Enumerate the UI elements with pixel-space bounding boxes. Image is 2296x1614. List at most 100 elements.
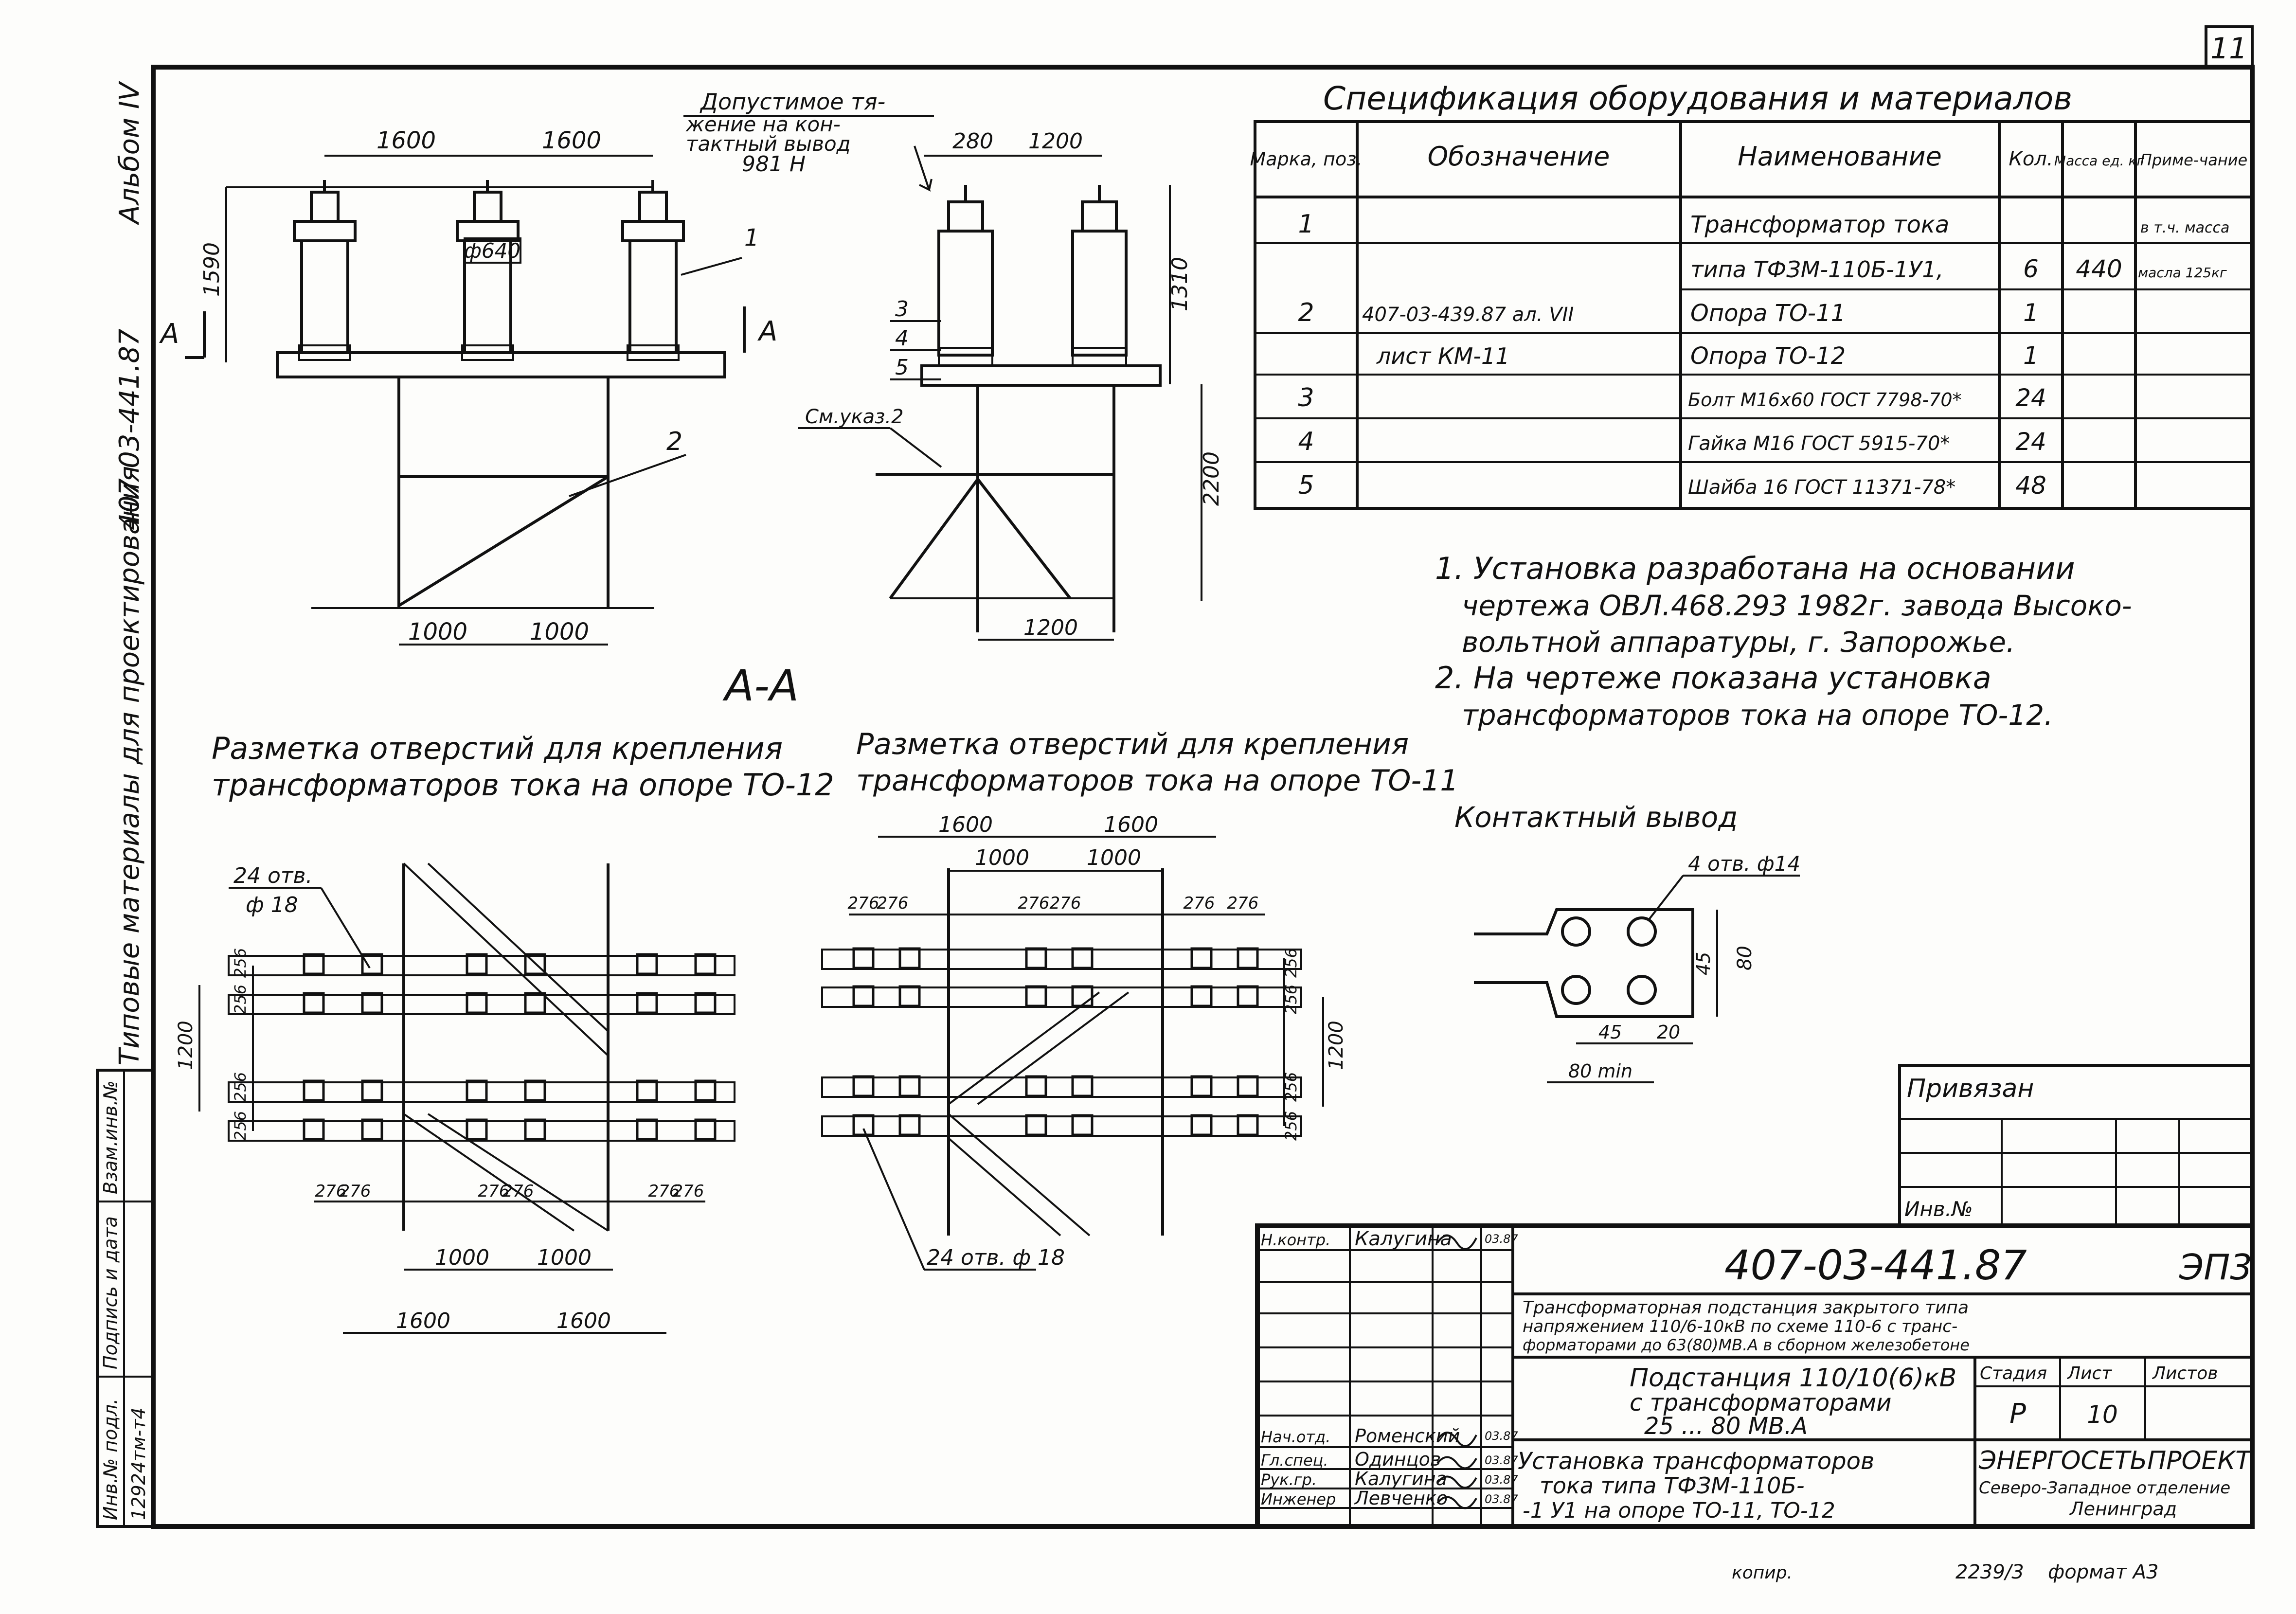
side-title: Типовые материалы для проектирования: [114, 466, 145, 1065]
spec-row-4-qty: 1: [2023, 341, 2039, 370]
sheet-title-2: тока типа ТФЗМ-110Б-: [1540, 1472, 1805, 1499]
dim-1000-c: 1000: [435, 1245, 489, 1270]
spec-row-3-pos: 2: [1298, 298, 1314, 327]
spec-table: Спецификация оборудования и материалов М…: [1250, 80, 2254, 510]
side-stamp-row-3: Взам.инв.№: [100, 1080, 121, 1194]
spec-row-2-note: масла 125кг: [2138, 265, 2227, 281]
section-a-right: А: [757, 316, 777, 347]
spec-row: 4 Гайка М16 ГОСТ 5915-70* 24: [1298, 427, 2046, 456]
spec-header-name: Наименование: [1738, 141, 1942, 172]
dim-276-e: 276: [648, 1182, 680, 1201]
spec-row-6-pos: 4: [1298, 427, 1314, 456]
section-a-left: А: [159, 318, 179, 350]
spec-row-7-name: Шайба 16 ГОСТ 11371-78*: [1688, 476, 1955, 499]
spec-row-5-qty: 24: [2015, 384, 2046, 412]
dim-276-j: 276: [1050, 894, 1081, 913]
note-line-5: трансформаторов тока на опоре ТО-12.: [1462, 699, 2053, 732]
signature-4: [1436, 1475, 1477, 1489]
note-line-2: чертежа ОВЛ.468.293 1982г. завода Высоко…: [1462, 589, 2132, 622]
spec-row-1-pos: 1: [1298, 210, 1314, 239]
privyazan-block: Привязан Инв.№: [1898, 1064, 2254, 1227]
notes: 1. Установка разработана на основании че…: [1435, 551, 2132, 732]
stage-head: Стадия: [1980, 1363, 2047, 1383]
dim-276-k: 276: [1184, 894, 1215, 913]
contact-dim-20: 20: [1657, 1022, 1680, 1043]
dim-1000-b: 1000: [530, 618, 589, 646]
transformer-side-2: [1071, 185, 1128, 367]
person-2-role: Нач.отд.: [1261, 1428, 1330, 1446]
dim-256-d: 256: [231, 1111, 250, 1141]
spec-row-3-designation: 407-03-439.87 ал. VII: [1362, 304, 1574, 326]
marking-to11-line-2: трансформаторов тока на опоре ТО-11: [856, 764, 1458, 798]
footer-copied: копир.: [1732, 1563, 1793, 1583]
dim-276-c: 276: [478, 1182, 510, 1201]
tension-line-3: тактный вывод: [686, 132, 851, 156]
dim-276-h: 276: [877, 894, 909, 913]
spec-row-4-designation: лист КМ-11: [1376, 343, 1509, 369]
spec-row: 5 Шайба 16 ГОСТ 11371-78* 48: [1298, 471, 2046, 500]
dim-640: ф640: [464, 239, 520, 263]
dim-1590: 1590: [199, 242, 224, 297]
person-4-date: 03.87: [1485, 1473, 1518, 1487]
dim-276-d: 276: [502, 1182, 534, 1201]
spec-row-3-name: Опора ТО-11: [1690, 300, 1846, 327]
title-mark: ЭП3: [2179, 1247, 2252, 1288]
contact-dim-45b: 45: [1598, 1022, 1622, 1043]
person-2-date: 03.87: [1485, 1429, 1518, 1443]
transformer-2: [456, 180, 520, 361]
sheet-title-1: Установка трансформаторов: [1518, 1448, 1874, 1475]
side-stamp-row-1: Инв.№ подл.: [100, 1399, 121, 1520]
person-3-role: Гл.спец.: [1261, 1451, 1328, 1470]
person-2-name: Роменский: [1355, 1425, 1460, 1447]
dim-256-h: 256: [1282, 1111, 1300, 1141]
title-block: Н.контр. Калугина 03.87 Нач.отд. Роменск…: [1255, 1223, 2255, 1529]
dim-276-i: 276: [1018, 894, 1050, 913]
dim-276-a: 276: [315, 1182, 347, 1201]
dim-256-e: 256: [1282, 948, 1300, 978]
spec-header-qty: Кол.: [2009, 148, 2053, 170]
pos-5-label: 5: [895, 355, 909, 380]
dim-256-f: 256: [1282, 985, 1300, 1014]
marking-to12: Разметка отверстий для крепления трансфо…: [175, 731, 834, 1334]
note-line-3: вольтной аппаратуры, г. Запорожье.: [1462, 626, 2015, 659]
bolt-grid-to12: [303, 953, 717, 1141]
dim-1000-a: 1000: [408, 618, 467, 646]
person-1-role: Н.контр.: [1261, 1231, 1330, 1249]
org-3: Ленинград: [2069, 1498, 2177, 1520]
dim-276-l: 276: [1227, 894, 1259, 913]
spec-header-note: Приме-чание: [2140, 151, 2247, 169]
sheets-head: Листов: [2152, 1363, 2218, 1383]
signature-2: [1436, 1432, 1477, 1447]
spec-row-7-pos: 5: [1298, 471, 1314, 500]
org-2: Северо-Западное отделение: [1979, 1478, 2230, 1498]
title-sub-3: 25 ... 80 МВ.А: [1644, 1413, 1808, 1440]
title-sub-1: Подстанция 110/10(6)кВ: [1630, 1363, 1956, 1393]
stage-value: Р: [2009, 1398, 2026, 1430]
person-5-date: 03.87: [1485, 1492, 1518, 1506]
spec-row: 3 Болт М16х60 ГОСТ 7798-70* 24: [1298, 383, 2046, 412]
person-1-date: 03.87: [1485, 1232, 1518, 1246]
side-stamp-value: 12924тм-т4: [128, 1407, 149, 1520]
spec-row: лист КМ-11 Опора ТО-12 1: [1376, 341, 2039, 370]
dim-1000-e: 1000: [975, 845, 1029, 870]
dim-256-a: 256: [231, 948, 250, 978]
note-line-4: 2. На чертеже показана установка: [1435, 660, 1991, 696]
dim-1600-b: 1600: [542, 127, 601, 154]
person-4-role: Рук.гр.: [1261, 1471, 1317, 1489]
spec-header-pos: Марка, поз.: [1250, 148, 1363, 170]
signature-5: [1436, 1496, 1477, 1509]
marking-to12-line-1: Разметка отверстий для крепления: [212, 731, 783, 766]
title-desc-3: форматорами до 63(80)МВ.А в сборном желе…: [1523, 1336, 1970, 1354]
person-3-date: 03.87: [1485, 1453, 1518, 1467]
contact-terminal: Контактный вывод 4 отв. ф14 80 45 45 20 …: [1454, 801, 1800, 1083]
spec-row: 2 407-03-439.87 ал. VII Опора ТО-11 1: [1298, 298, 2038, 327]
front-elevation: 1600 1600 1590 ф640 1000 1000 1 2 А А: [159, 127, 777, 646]
title-sub-2: с трансформаторами: [1630, 1389, 1891, 1417]
sheet-title-3: -1 У1 на опоре ТО-11, ТО-12: [1523, 1498, 1835, 1523]
dim-276-f: 276: [673, 1182, 704, 1201]
transformer-3: [621, 180, 685, 361]
spec-header-designation: Обозначение: [1428, 141, 1610, 172]
dim-1600-e: 1600: [938, 812, 993, 837]
footer-number: 2239/3: [1955, 1561, 2024, 1583]
